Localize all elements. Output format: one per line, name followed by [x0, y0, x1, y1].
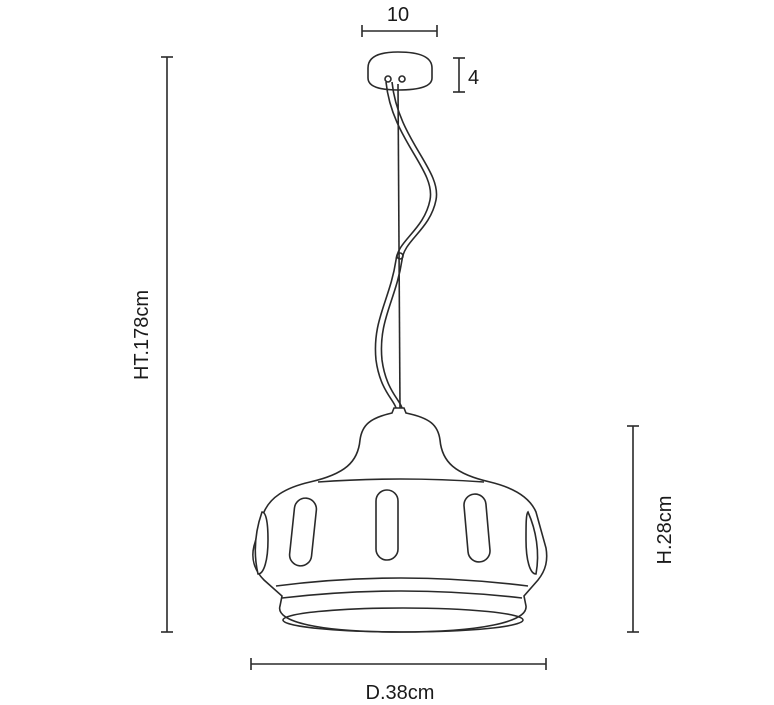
- ceiling-canopy: [367, 51, 433, 91]
- overall-height-dimension: HT.178cm: [131, 56, 173, 633]
- canopy-width-label: 10: [387, 4, 409, 26]
- canopy-width-dimension: 10: [361, 4, 438, 37]
- canopy-height-label: 4: [468, 67, 479, 89]
- shade-height-label: H.28cm: [654, 496, 676, 565]
- lamp-shade: [252, 407, 548, 633]
- shade-diameter-dimension: D.38cm: [250, 658, 547, 704]
- suspension-cable: [374, 81, 438, 409]
- shade-diameter-label: D.38cm: [366, 682, 435, 704]
- canopy-height-dimension: 4: [453, 57, 479, 93]
- shade-height-dimension: H.28cm: [627, 425, 676, 633]
- shade-slots: [254, 489, 539, 575]
- overall-height-label: HT.178cm: [131, 290, 153, 380]
